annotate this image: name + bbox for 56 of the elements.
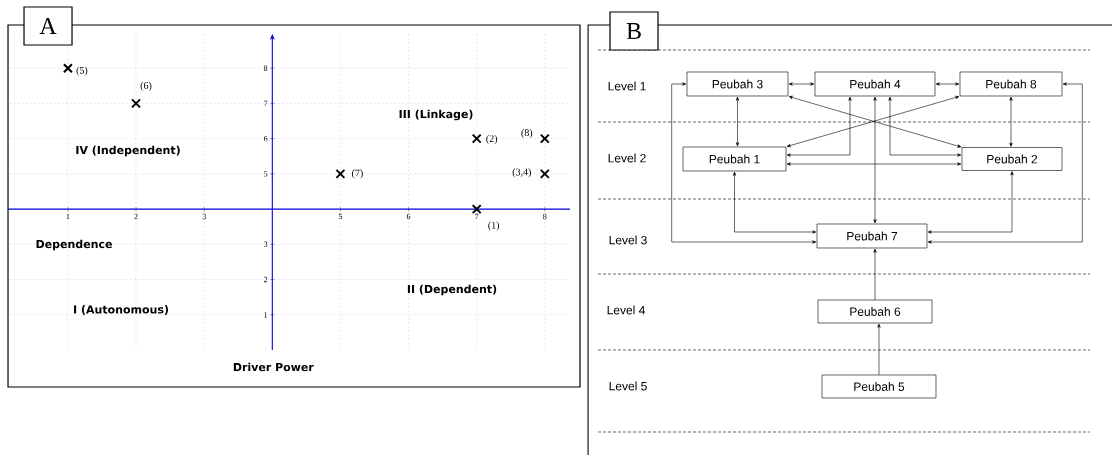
quadrant-label: III (Linkage) [399, 109, 473, 121]
point-label: (3,4) [512, 168, 531, 178]
arrow [786, 162, 962, 166]
tick-label: 8 [263, 65, 268, 71]
tick-label: 3 [264, 241, 268, 247]
arrow [873, 96, 877, 224]
quadrant-label: IV (Independent) [76, 145, 180, 157]
arrow [888, 96, 962, 157]
point-label: (8) [521, 129, 533, 139]
level-label: Level 5 [609, 381, 647, 391]
arrow [927, 171, 1014, 234]
variable-box: Peubah 5 [821, 374, 937, 399]
tick-label: 5 [338, 213, 343, 220]
arrow [873, 248, 877, 300]
variable-box: Peubah 2 [961, 147, 1063, 171]
tick-label: 7 [475, 213, 479, 220]
arrow [735, 96, 740, 147]
arrow [786, 96, 852, 157]
variable-box: Peubah 4 [814, 71, 936, 97]
level-label: Level 4 [607, 305, 645, 315]
quadrant-label: I (Autonomous) [74, 305, 168, 315]
tick-label: 3 [202, 213, 206, 220]
level-label: Level 1 [608, 81, 646, 91]
tick-label: 2 [263, 276, 268, 283]
tick-label: 6 [263, 135, 268, 142]
variable-box: Peubah 6 [817, 299, 933, 324]
point-label: (1) [488, 221, 500, 231]
point-label: (5) [76, 66, 88, 76]
axis-title: Dependence [36, 239, 112, 251]
arrow [927, 82, 1083, 244]
tick-label: 1 [66, 213, 70, 220]
arrow [935, 82, 960, 86]
tick-label: 1 [264, 312, 268, 318]
arrow [877, 323, 881, 375]
point-label: (6) [140, 81, 152, 91]
quadrant-label: II (Dependent) [407, 284, 497, 296]
tick-label: 8 [543, 213, 547, 220]
level-label: Level 3 [609, 235, 647, 245]
tick-label: 7 [264, 100, 268, 106]
tick-label: 5 [264, 171, 268, 177]
variable-box: Peubah 1 [682, 146, 787, 172]
point-label: (7) [352, 169, 363, 179]
panel-letter: A [23, 6, 73, 46]
variable-box: Peubah 3 [686, 71, 789, 97]
panel-letter: B [609, 11, 659, 51]
tick-label: 2 [134, 213, 138, 220]
point-label: (2) [486, 135, 498, 145]
arrow [732, 171, 817, 234]
arrow [671, 82, 817, 244]
arrow [788, 82, 815, 86]
axis-title: Driver Power [233, 362, 314, 372]
arrow [1009, 96, 1013, 147]
variable-box: Peubah 8 [959, 71, 1063, 97]
variable-box: Peubah 7 [816, 223, 928, 249]
level-label: Level 2 [608, 153, 646, 163]
tick-label: 6 [406, 213, 411, 220]
